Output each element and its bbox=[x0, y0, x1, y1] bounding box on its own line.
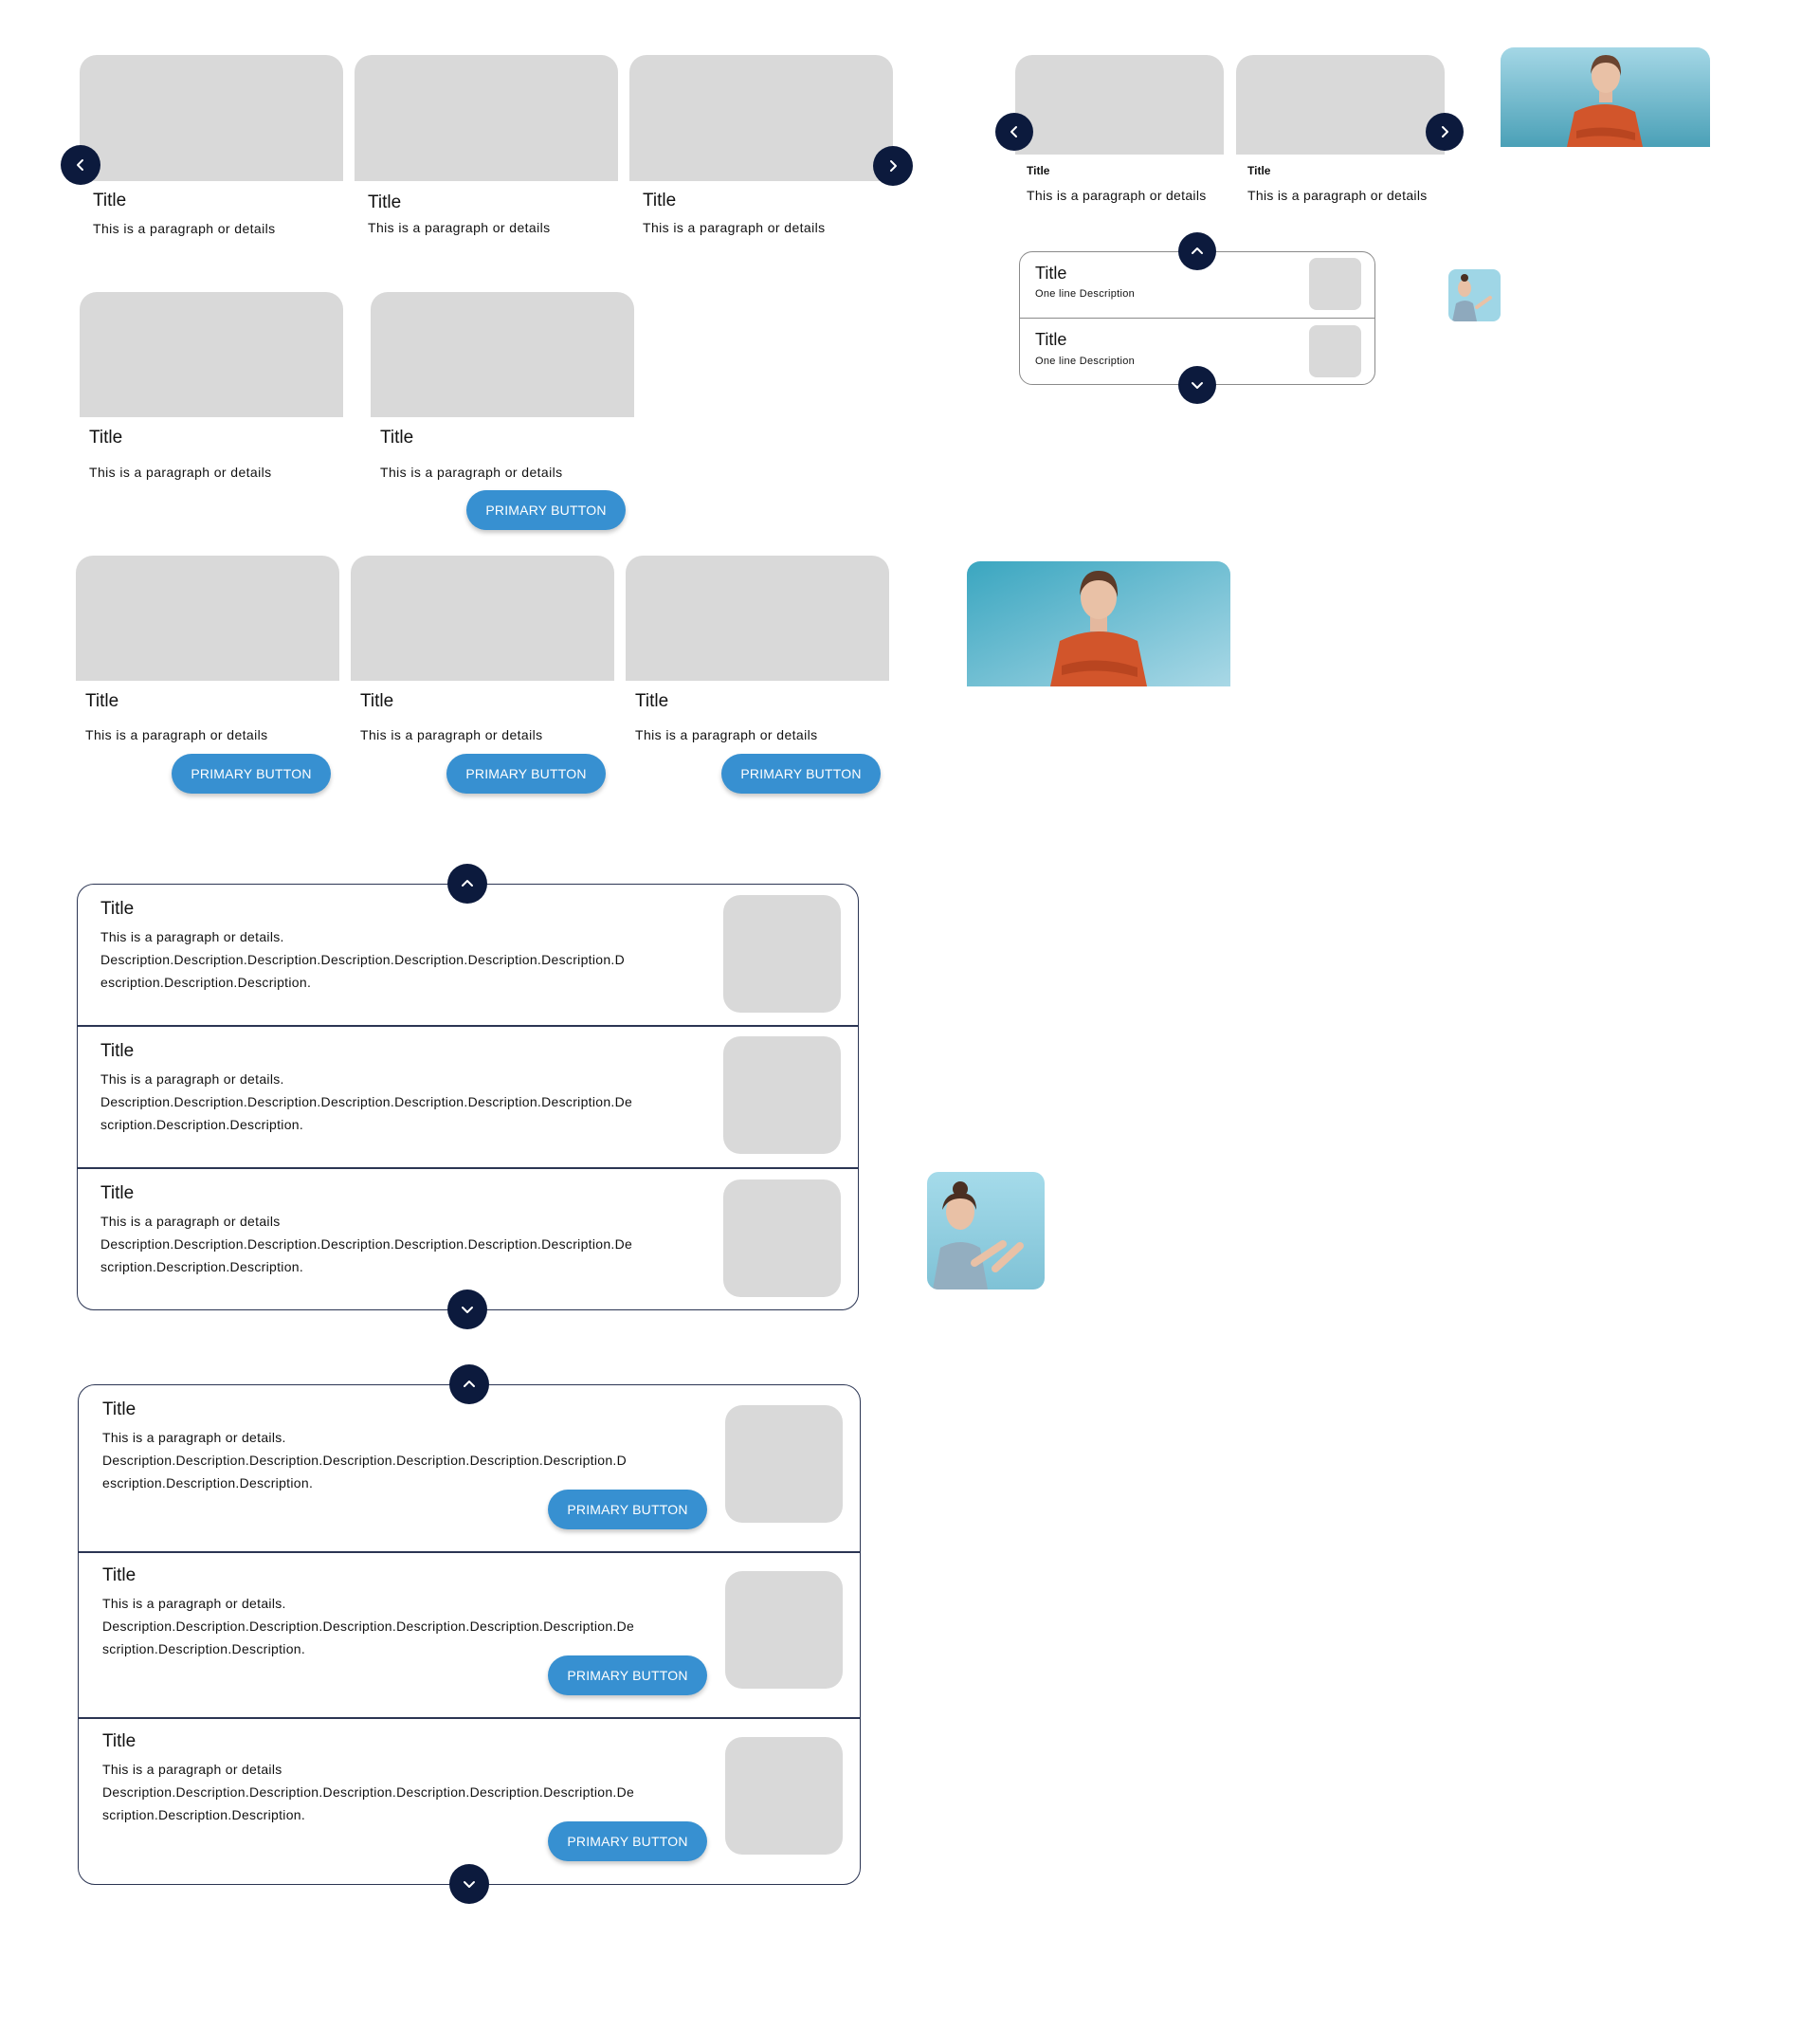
card-image-placeholder bbox=[1236, 55, 1445, 155]
card-image-placeholder bbox=[626, 556, 889, 681]
carousel-prev-button[interactable] bbox=[995, 113, 1033, 151]
list-item-text: This is a paragraph or details. Descript… bbox=[102, 1596, 635, 1656]
card-text: This is a paragraph or details bbox=[1247, 188, 1428, 203]
list-item-image-placeholder bbox=[725, 1737, 843, 1855]
list-scroll-up-button[interactable] bbox=[449, 1364, 489, 1404]
card-text: This is a paragraph or details bbox=[89, 465, 272, 480]
card-image-placeholder bbox=[80, 55, 343, 181]
list-item-title: Title bbox=[1035, 264, 1067, 283]
list-item-title: Title bbox=[100, 899, 135, 919]
divider bbox=[79, 1717, 860, 1719]
list-item-title: Title bbox=[102, 1399, 136, 1419]
card-text: This is a paragraph or details bbox=[1027, 188, 1207, 203]
primary-button[interactable]: PRIMARY BUTTON bbox=[446, 754, 606, 794]
list-item-image-placeholder bbox=[723, 1180, 841, 1297]
primary-button[interactable]: PRIMARY BUTTON bbox=[466, 490, 626, 530]
card-title: Title bbox=[89, 428, 123, 448]
divider bbox=[78, 1025, 858, 1027]
list-scroll-up-button[interactable] bbox=[1178, 232, 1216, 270]
chevron-down-icon bbox=[1190, 377, 1205, 393]
card-image-placeholder bbox=[80, 292, 343, 417]
primary-button[interactable]: PRIMARY BUTTON bbox=[548, 1490, 707, 1529]
list-item-title: Title bbox=[1035, 330, 1067, 349]
list-item-text: This is a paragraph or details. Descript… bbox=[100, 1071, 633, 1132]
list-item-text: One line Description bbox=[1035, 288, 1136, 300]
card-text: This is a paragraph or details bbox=[93, 221, 276, 236]
carousel-next-button[interactable] bbox=[1426, 113, 1464, 151]
woman-pointing-photo bbox=[927, 1172, 1045, 1289]
list-item-title: Title bbox=[100, 1183, 135, 1203]
woman-photo bbox=[1501, 47, 1710, 147]
card-image-placeholder bbox=[1015, 55, 1224, 155]
chevron-left-icon bbox=[1007, 124, 1022, 139]
primary-button[interactable]: PRIMARY BUTTON bbox=[721, 754, 881, 794]
card-title: Title bbox=[635, 691, 669, 711]
card-title: Title bbox=[1027, 164, 1050, 177]
card-title: Title bbox=[360, 691, 394, 711]
chevron-up-icon bbox=[1190, 244, 1205, 259]
primary-button[interactable]: PRIMARY BUTTON bbox=[548, 1821, 707, 1861]
chevron-up-icon bbox=[462, 1377, 477, 1392]
card-text: This is a paragraph or details bbox=[635, 727, 818, 742]
list-item-text: One line Description bbox=[1035, 356, 1136, 367]
card-title: Title bbox=[380, 428, 414, 448]
card-title: Title bbox=[85, 691, 119, 711]
chevron-right-icon bbox=[1437, 124, 1452, 139]
carousel-prev-button[interactable] bbox=[61, 145, 100, 185]
card-text: This is a paragraph or details bbox=[85, 727, 268, 742]
list-scroll-down-button[interactable] bbox=[1178, 366, 1216, 404]
card-text: This is a paragraph or details bbox=[368, 220, 551, 235]
primary-button[interactable]: PRIMARY BUTTON bbox=[548, 1655, 707, 1695]
list-item-title: Title bbox=[100, 1041, 135, 1061]
list-item-image-placeholder bbox=[725, 1571, 843, 1689]
list-scroll-down-button[interactable] bbox=[449, 1864, 489, 1904]
list-item-title: Title bbox=[102, 1565, 136, 1585]
list-item-text: This is a paragraph or details Descripti… bbox=[102, 1762, 635, 1822]
carousel-next-button[interactable] bbox=[873, 146, 913, 186]
card-title: Title bbox=[93, 191, 127, 210]
list-item-text: This is a paragraph or details Descripti… bbox=[100, 1214, 633, 1274]
card-image-placeholder bbox=[371, 292, 634, 417]
list-scroll-up-button[interactable] bbox=[447, 864, 487, 904]
chevron-up-icon bbox=[460, 876, 475, 891]
list-scroll-down-button[interactable] bbox=[447, 1289, 487, 1329]
chevron-down-icon bbox=[462, 1876, 477, 1892]
card-text: This is a paragraph or details bbox=[643, 220, 826, 235]
primary-button[interactable]: PRIMARY BUTTON bbox=[172, 754, 331, 794]
woman-photo bbox=[967, 561, 1230, 686]
card-title: Title bbox=[1247, 164, 1271, 177]
card-image-placeholder bbox=[355, 55, 618, 181]
list-item-text: This is a paragraph or details. Descript… bbox=[102, 1430, 628, 1490]
list-item-image-placeholder bbox=[1309, 325, 1361, 377]
list-item-image-placeholder bbox=[723, 1036, 841, 1154]
list-item-image-placeholder bbox=[725, 1405, 843, 1523]
chevron-right-icon bbox=[885, 158, 901, 174]
chevron-left-icon bbox=[73, 157, 88, 173]
card-title: Title bbox=[368, 192, 402, 212]
card-text: This is a paragraph or details bbox=[380, 465, 563, 480]
card-image-placeholder bbox=[76, 556, 339, 681]
list-item-title: Title bbox=[102, 1731, 136, 1751]
divider bbox=[1020, 318, 1374, 319]
woman-pointing-photo bbox=[1448, 269, 1501, 321]
card-image-placeholder bbox=[351, 556, 614, 681]
divider bbox=[78, 1167, 858, 1169]
list-item-text: This is a paragraph or details. Descript… bbox=[100, 929, 626, 990]
divider bbox=[79, 1551, 860, 1553]
list-item-image-placeholder bbox=[723, 895, 841, 1013]
card-title: Title bbox=[643, 191, 677, 210]
chevron-down-icon bbox=[460, 1302, 475, 1317]
list-item-image-placeholder bbox=[1309, 258, 1361, 310]
card-image-placeholder bbox=[629, 55, 893, 181]
card-text: This is a paragraph or details bbox=[360, 727, 543, 742]
